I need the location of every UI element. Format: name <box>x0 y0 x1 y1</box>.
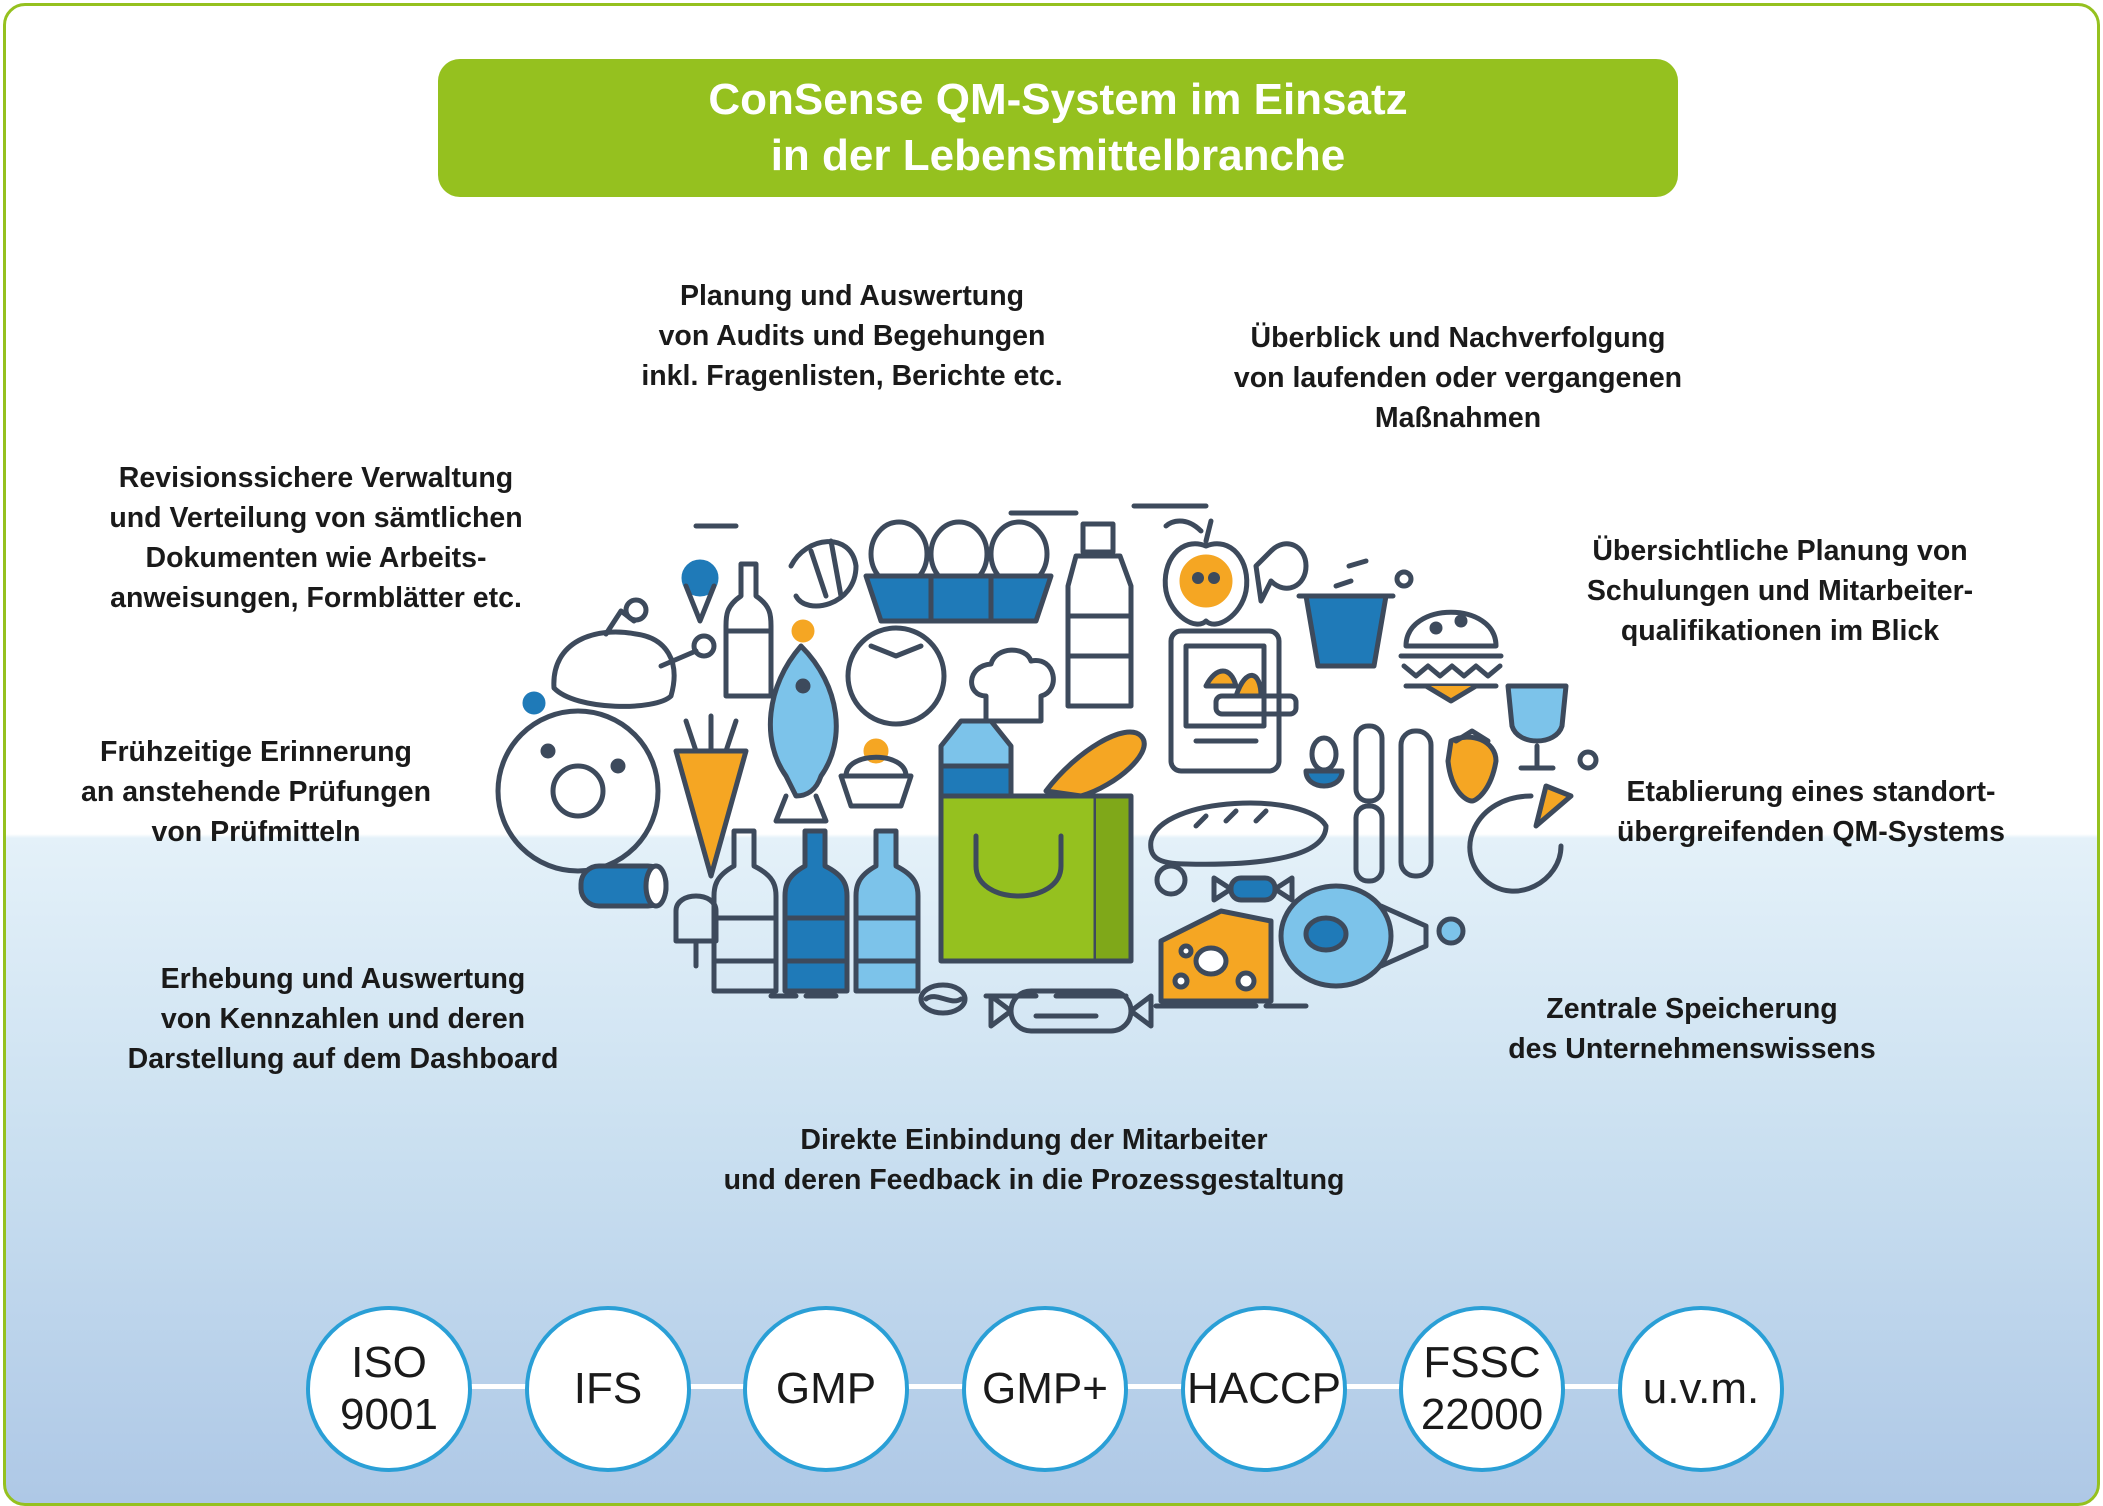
feature-reminders: Frühzeitige Erinnerung an anstehende Prü… <box>81 736 431 848</box>
chef-hat-icon <box>969 647 1056 724</box>
wrapped-sausage-icon <box>988 988 1154 1034</box>
infographic-frame: ConSense QM-System im Einsatz in der Leb… <box>3 3 2100 1506</box>
egg-cup-icon <box>1303 735 1345 789</box>
popsicle-icon <box>673 893 719 969</box>
decorative-lines-icon <box>693 503 1599 1009</box>
wine-bottle-icon <box>723 561 774 699</box>
egg-carton-icon <box>863 519 1054 624</box>
milk-carton-icon <box>938 718 1014 804</box>
badge-iso-9001: ISO 9001 <box>306 1306 472 1472</box>
sausage-icon <box>1353 723 1434 884</box>
ice-cream-icon <box>681 559 719 624</box>
dot-icon <box>522 691 546 715</box>
feature-multisite: Etablierung eines standort- übergreifend… <box>1616 776 2006 848</box>
title-line-2: in der Lebensmittelbranche <box>770 131 1346 180</box>
fish-small-icon <box>1253 541 1309 604</box>
feature-trainings: Übersichtliche Planung von Schulungen un… <box>1586 535 1974 647</box>
badge-fssc-22000: FSSC 22000 <box>1399 1306 1565 1472</box>
fish-icon <box>767 619 839 824</box>
burger-icon <box>1398 609 1504 704</box>
badge-gmp: GMP <box>743 1306 909 1472</box>
croissant-icon <box>788 538 859 609</box>
donut-icon <box>495 708 661 874</box>
food-illustration <box>495 503 1599 1034</box>
drink-cup-icon <box>1296 558 1396 669</box>
bottles-icon <box>711 828 921 994</box>
feature-knowledge: Zentrale Speicherung des Unternehmenswis… <box>1508 993 1876 1065</box>
feature-measures: Überblick und Nachverfolgung von laufend… <box>1233 322 1683 434</box>
cupcake-icon <box>838 738 914 809</box>
water-bottle-icon <box>1065 521 1134 709</box>
feature-employees: Direkte Einbindung der Mitarbeiter und d… <box>723 1124 1345 1196</box>
chicken-icon <box>551 597 717 709</box>
shopping-bag-icon <box>938 793 1134 964</box>
badge-ifs: IFS <box>525 1306 691 1472</box>
badge-uvm: u.v.m. <box>1618 1306 1784 1472</box>
feature-audits: Planung und Auswertung von Audits und Be… <box>641 280 1063 392</box>
badge-haccp: HACCP <box>1181 1306 1347 1472</box>
ham-icon <box>1278 883 1466 989</box>
title-banner: ConSense QM-System im Einsatz in der Leb… <box>438 59 1678 197</box>
candy-icon <box>1211 875 1295 903</box>
apple-icon <box>1162 518 1250 627</box>
strawberry-icon <box>1445 728 1499 804</box>
carrot-icon <box>673 713 749 879</box>
wine-glass-icon <box>1505 683 1569 771</box>
title-line-1: ConSense QM-System im Einsatz <box>708 75 1408 124</box>
bread-icon <box>1043 729 1147 799</box>
tomato-icon <box>845 625 947 727</box>
coffee-bean-icon <box>918 982 968 1016</box>
cheese-icon <box>1158 908 1274 1004</box>
pizza-icon <box>1467 783 1574 894</box>
feature-documents: Revisionssichere Verwaltung und Verteilu… <box>109 462 523 614</box>
badge-gmp-plus: GMP+ <box>962 1306 1128 1472</box>
can-icon <box>578 863 669 909</box>
feature-kpis: Erhebung und Auswertung von Kennzahlen u… <box>127 963 559 1075</box>
fridge-icon <box>1168 628 1299 774</box>
bread-loaf-icon <box>1148 800 1329 867</box>
